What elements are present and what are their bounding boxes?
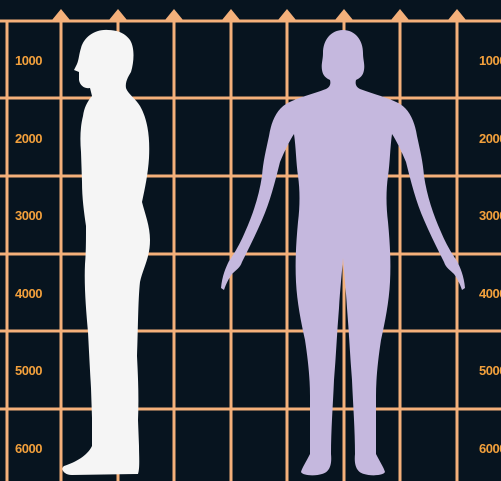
ruler-label-left: 4000 (15, 286, 42, 301)
ruler-label-left: 5000 (15, 363, 42, 378)
ruler-label-left: 1000 (15, 53, 42, 68)
ruler-label-left: 2000 (15, 131, 42, 146)
ruler-label-left: 6000 (15, 441, 42, 456)
ruler-label-right: 1000 (479, 53, 501, 68)
ruler-label-right: 2000 (479, 131, 501, 146)
ruler-label-right: 4000 (479, 286, 501, 301)
ruler-label-right: 3000 (479, 208, 501, 223)
ruler-label-right: 5000 (479, 363, 501, 378)
ruler-label-left: 3000 (15, 208, 42, 223)
ruler-label-right: 6000 (479, 441, 501, 456)
